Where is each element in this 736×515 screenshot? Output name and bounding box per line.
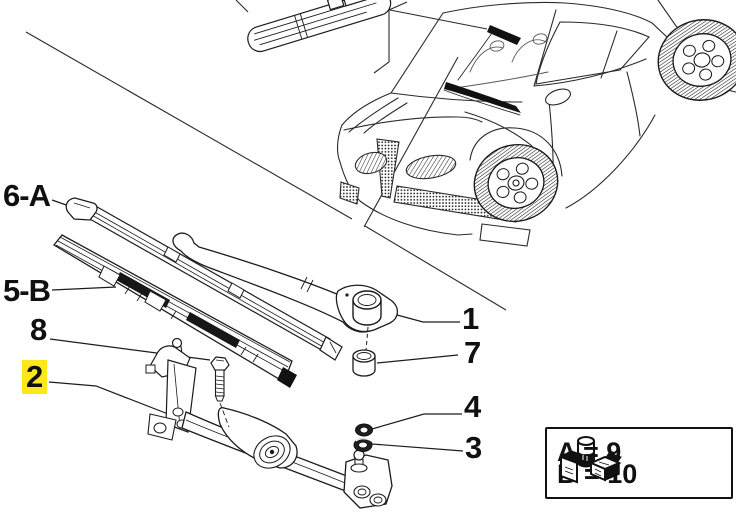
nut-4	[354, 422, 374, 437]
wiper-arm-end-piece	[247, 0, 392, 53]
wiper-blade-5B	[53, 234, 297, 388]
front-wheel	[473, 143, 559, 223]
bolt-8	[210, 356, 230, 402]
wiper-blade-6A	[65, 197, 343, 361]
pivot-cap-7	[352, 349, 376, 377]
washer-3	[353, 438, 373, 452]
wiper-arm-1	[172, 232, 399, 333]
callout-4[interactable]: 4	[464, 389, 481, 424]
callout-3[interactable]: 3	[465, 430, 482, 465]
wiper-location-highlight	[444, 25, 521, 113]
axis-line-bolt	[219, 402, 230, 428]
callout-6A[interactable]: 6-A	[3, 178, 51, 213]
callout-8[interactable]: 8	[30, 312, 47, 347]
callout-5B[interactable]: 5-B	[3, 273, 51, 308]
vehicle-illustration	[337, 0, 736, 247]
callout-1[interactable]: 1	[462, 301, 479, 336]
callout-leader-lines	[48, 199, 464, 452]
callout-7[interactable]: 7	[464, 335, 481, 370]
parts-kit-icon	[559, 436, 622, 484]
wiper-motor-linkage-2	[145, 337, 393, 509]
callout-2-highlighted[interactable]: 2	[22, 360, 48, 394]
quantity-legend-box: A = 9 B = 10	[545, 427, 733, 499]
rear-wheel	[657, 19, 736, 101]
